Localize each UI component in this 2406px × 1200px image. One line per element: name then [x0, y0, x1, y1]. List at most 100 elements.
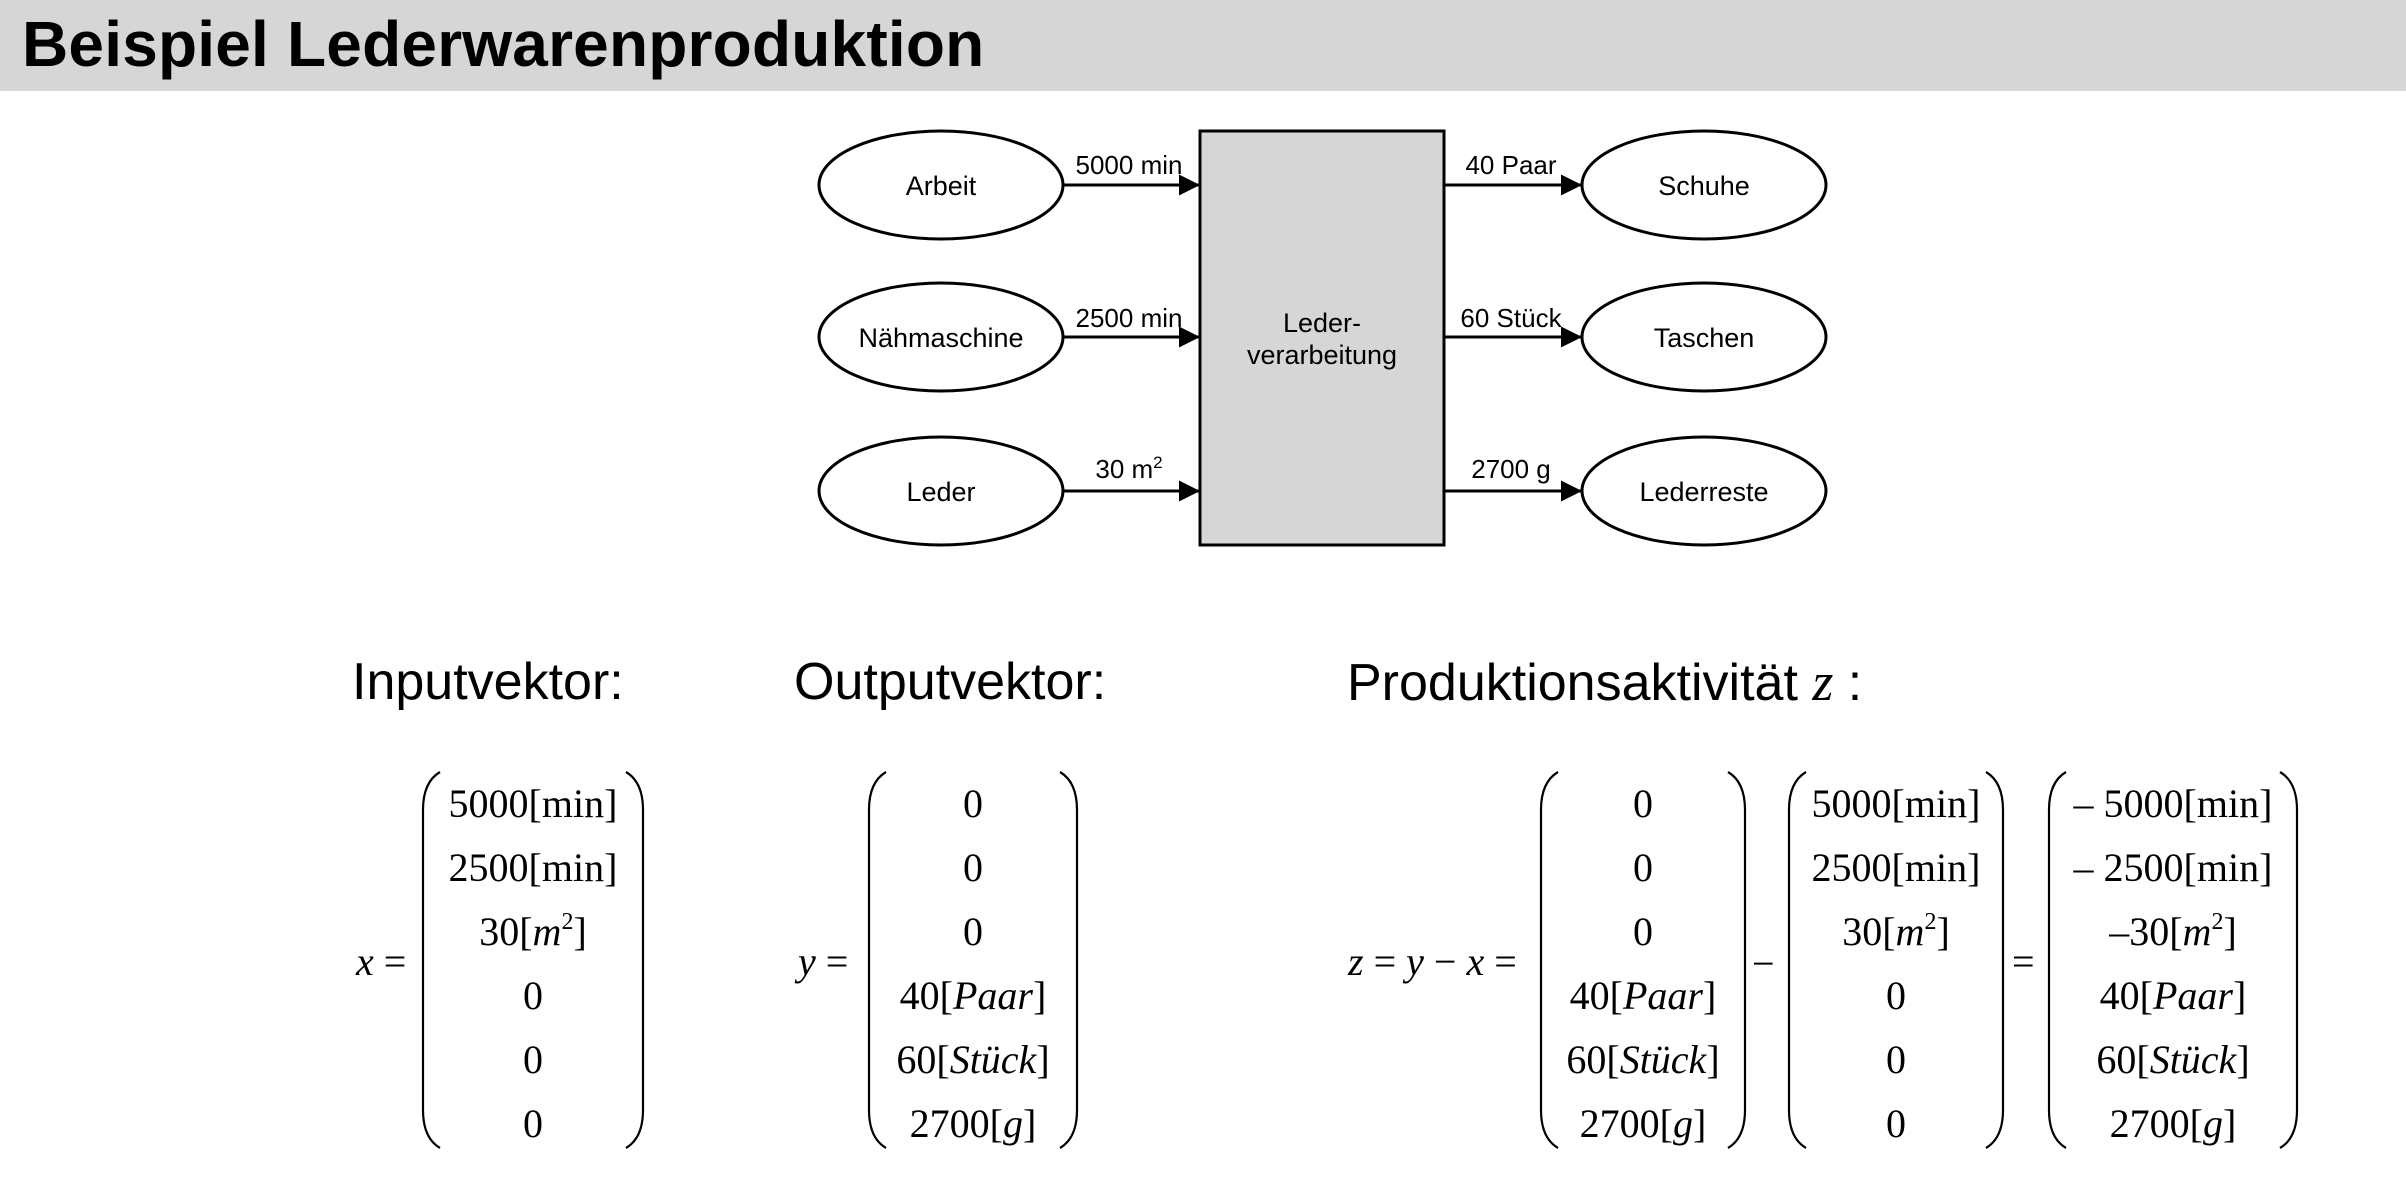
- vector-entry: 0: [1538, 772, 1748, 836]
- flow-label-arbeit: 5000 min: [1076, 150, 1183, 180]
- entry-number: 2500: [448, 845, 529, 890]
- vector-entry: – 2500[min]: [2046, 836, 2300, 900]
- entry-number: 40: [1569, 973, 1610, 1018]
- entry-number: 5000: [1811, 781, 1892, 826]
- entry-unit: Stück: [2149, 1037, 2237, 1082]
- entry-number: –30: [2109, 909, 2170, 954]
- title-bar: Beispiel Lederwarenproduktion: [0, 0, 2406, 91]
- z-result-vector: – 5000[min]– 2500[min]–30[m2]40[Paar]60[…: [2046, 770, 2300, 1150]
- vector-entry: 5000[min]: [420, 772, 646, 836]
- process-label-line1: Leder-: [1283, 308, 1361, 338]
- unit-exponent: 2: [1924, 909, 1937, 935]
- left-paren: [1787, 771, 1807, 1149]
- vector-entry: 30[m2]: [420, 900, 646, 964]
- entry-number: 60: [2096, 1037, 2137, 1082]
- flow-label-lederreste: 2700 g: [1471, 454, 1551, 484]
- unit-open-bracket: [: [1606, 1037, 1620, 1082]
- vector-entry: 40[Paar]: [1538, 964, 1748, 1028]
- unit-open-bracket: [: [1659, 1101, 1673, 1146]
- vector-entry: 40[Paar]: [866, 964, 1080, 1028]
- unit-open-bracket: [: [939, 973, 953, 1018]
- vector-entry: 2500[min]: [420, 836, 646, 900]
- unit-open-bracket: [: [2183, 845, 2197, 890]
- activity-heading-colon: :: [1833, 654, 1863, 712]
- unit-open-bracket: [: [528, 781, 542, 826]
- entry-number: 2700: [2109, 1101, 2190, 1146]
- unit-open-bracket: [: [2136, 1037, 2150, 1082]
- entry-number: 0: [1633, 845, 1653, 890]
- unit-close-bracket: ]: [2259, 845, 2273, 890]
- entry-number: 2500: [1811, 845, 1892, 890]
- vector-entry: 0: [866, 836, 1080, 900]
- right-paren: [1727, 771, 1747, 1149]
- page-title: Beispiel Lederwarenproduktion: [22, 8, 985, 80]
- entry-unit: min: [541, 781, 605, 826]
- output-label-schuhe: Schuhe: [1658, 171, 1750, 201]
- entry-unit: min: [2196, 845, 2260, 890]
- entry-number: 2700: [909, 1101, 990, 1146]
- unit-close-bracket: ]: [2259, 781, 2273, 826]
- vector-entry: 2500[min]: [1786, 836, 2006, 900]
- entry-number: 2700: [1579, 1101, 1660, 1146]
- x-equals: =: [383, 939, 407, 984]
- left-paren: [867, 771, 887, 1149]
- unit-close-bracket: ]: [573, 909, 587, 954]
- unit-open-bracket: [: [519, 909, 533, 954]
- unit-open-bracket: [: [2139, 973, 2153, 1018]
- vector-entry: 60[Stück]: [866, 1028, 1080, 1092]
- production-flow-diagram: Arbeit Nähmaschine Leder Leder- verarbei…: [817, 129, 1828, 547]
- flow-label-leder-sup: 2: [1153, 453, 1162, 472]
- entry-unit: min: [541, 845, 605, 890]
- entry-unit: Paar: [953, 973, 1033, 1018]
- vector-entry: 2700[g]: [2046, 1092, 2300, 1156]
- unit-open-bracket: [: [528, 845, 542, 890]
- entry-number: 0: [963, 781, 983, 826]
- vector-entry: 60[Stück]: [2046, 1028, 2300, 1092]
- vector-entry: 0: [420, 1092, 646, 1156]
- z-x-symbol: x: [1466, 939, 1485, 984]
- entry-number: 30: [479, 909, 520, 954]
- unit-close-bracket: ]: [1967, 845, 1981, 890]
- entry-unit: g: [1673, 1101, 1693, 1146]
- entry-unit: Stück: [949, 1037, 1037, 1082]
- unit-close-bracket: ]: [604, 781, 618, 826]
- entry-number: 0: [523, 1037, 543, 1082]
- unit-close-bracket: ]: [1936, 909, 1950, 954]
- unit-close-bracket: ]: [2236, 1037, 2250, 1082]
- unit-open-bracket: [: [1609, 973, 1623, 1018]
- z-y-symbol: y: [1406, 939, 1424, 984]
- input-vector-heading: Inputvektor:: [352, 653, 624, 711]
- activity-heading-var: z: [1812, 652, 1834, 712]
- right-paren: [2279, 771, 2299, 1149]
- output-node-schuhe: Schuhe: [1580, 129, 1828, 241]
- flow-label-schuhe: 40 Paar: [1465, 150, 1556, 180]
- unit-close-bracket: ]: [1693, 1101, 1707, 1146]
- entry-unit: min: [2196, 781, 2260, 826]
- vector-entry: 0: [866, 772, 1080, 836]
- unit-close-bracket: ]: [2233, 973, 2247, 1018]
- y-equals: =: [825, 939, 849, 984]
- vector-entry: 60[Stück]: [1538, 1028, 1748, 1092]
- vector-entry: 5000[min]: [1786, 772, 2006, 836]
- unit-close-bracket: ]: [1706, 1037, 1720, 1082]
- vector-entry: 0: [1786, 1092, 2006, 1156]
- right-paren: [1985, 771, 2005, 1149]
- entry-unit: m: [2182, 909, 2212, 954]
- entry-unit: Stück: [1619, 1037, 1707, 1082]
- vector-minus-sign: −: [1752, 941, 1775, 986]
- z-equation-lhs: z = y − x =: [1348, 938, 1517, 986]
- process-box: Leder- verarbeitung: [1198, 129, 1446, 547]
- vector-entry: 0: [866, 900, 1080, 964]
- entry-unit: Paar: [1623, 973, 1703, 1018]
- input-label-arbeit: Arbeit: [906, 171, 977, 201]
- unit-close-bracket: ]: [1036, 1037, 1050, 1082]
- unit-close-bracket: ]: [1033, 973, 1047, 1018]
- entry-number: 0: [1633, 909, 1653, 954]
- entry-number: – 5000: [2073, 781, 2184, 826]
- output-vector-heading: Outputvektor:: [794, 653, 1107, 711]
- flow-label-naehmaschine: 2500 min: [1076, 303, 1183, 333]
- flow-label-taschen: 60 Stück: [1460, 303, 1562, 333]
- entry-unit: Paar: [2153, 973, 2233, 1018]
